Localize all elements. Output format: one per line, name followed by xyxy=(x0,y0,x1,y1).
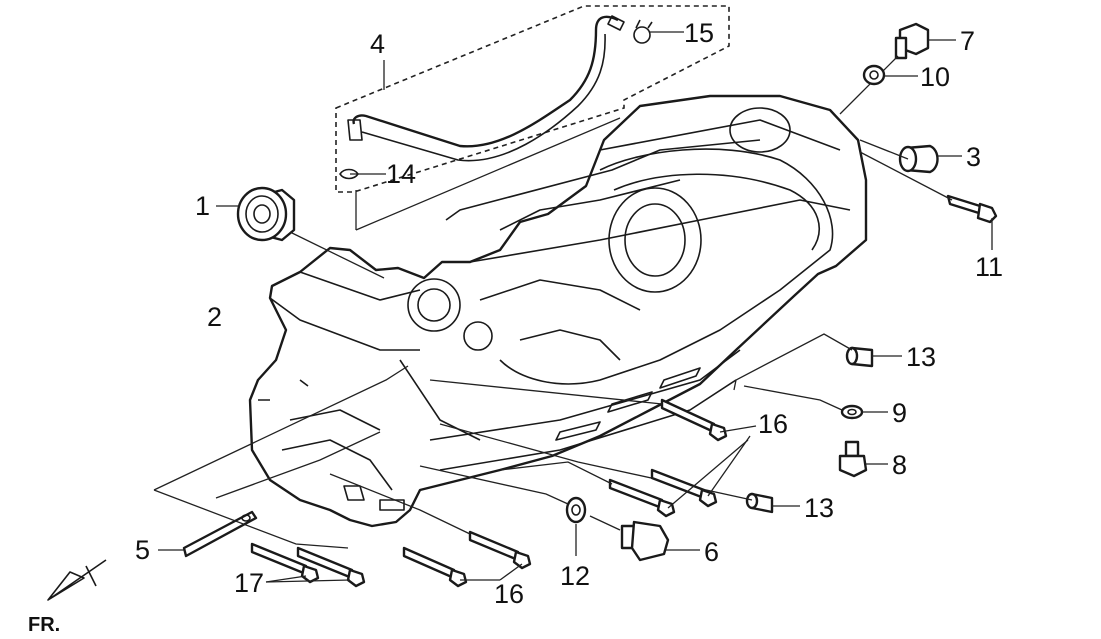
callout-12: 12 xyxy=(560,561,590,591)
bearing-part-1 xyxy=(216,186,385,279)
callout-9: 9 xyxy=(892,398,907,428)
callout-17: 17 xyxy=(234,568,264,598)
callout-3: 3 xyxy=(966,142,981,172)
callout-14: 14 xyxy=(386,159,416,189)
callout-13-upper: 13 xyxy=(906,342,936,372)
bolt-part-11 xyxy=(859,151,998,250)
bolts-part-16-lower xyxy=(329,473,532,588)
washer-part-9 xyxy=(743,385,888,420)
callout-15: 15 xyxy=(684,18,714,48)
callout-7: 7 xyxy=(960,26,975,56)
washer-part-12 xyxy=(419,465,587,556)
callout-5: 5 xyxy=(135,535,150,565)
callout-6: 6 xyxy=(704,537,719,567)
washer-part-10 xyxy=(862,64,918,86)
drain-bolt-part-8 xyxy=(838,440,888,478)
hose-assembly-group xyxy=(335,5,730,231)
callout-4: 4 xyxy=(370,29,385,59)
callout-16-right: 16 xyxy=(758,409,788,439)
callout-11: 11 xyxy=(975,252,1003,282)
bolts-part-17 xyxy=(215,431,381,588)
crankcase-half xyxy=(248,94,868,528)
strap-part-5 xyxy=(153,365,409,558)
callout-16-lower: 16 xyxy=(494,579,524,609)
bolts-part-16-right xyxy=(429,379,757,518)
callout-1: 1 xyxy=(195,191,210,221)
callout-2: 2 xyxy=(207,302,222,332)
front-marker-label: FR. xyxy=(28,614,60,636)
front-direction-arrow-icon xyxy=(47,559,107,601)
callout-10: 10 xyxy=(920,62,950,92)
clamp-15 xyxy=(633,26,651,44)
bushing-part-3 xyxy=(859,139,962,174)
dowel-part-13-upper xyxy=(733,333,902,391)
bolt-part-6 xyxy=(589,515,700,562)
callout-8: 8 xyxy=(892,450,907,480)
plug-part-7 xyxy=(839,22,956,115)
callout-13-lower: 13 xyxy=(804,493,834,523)
